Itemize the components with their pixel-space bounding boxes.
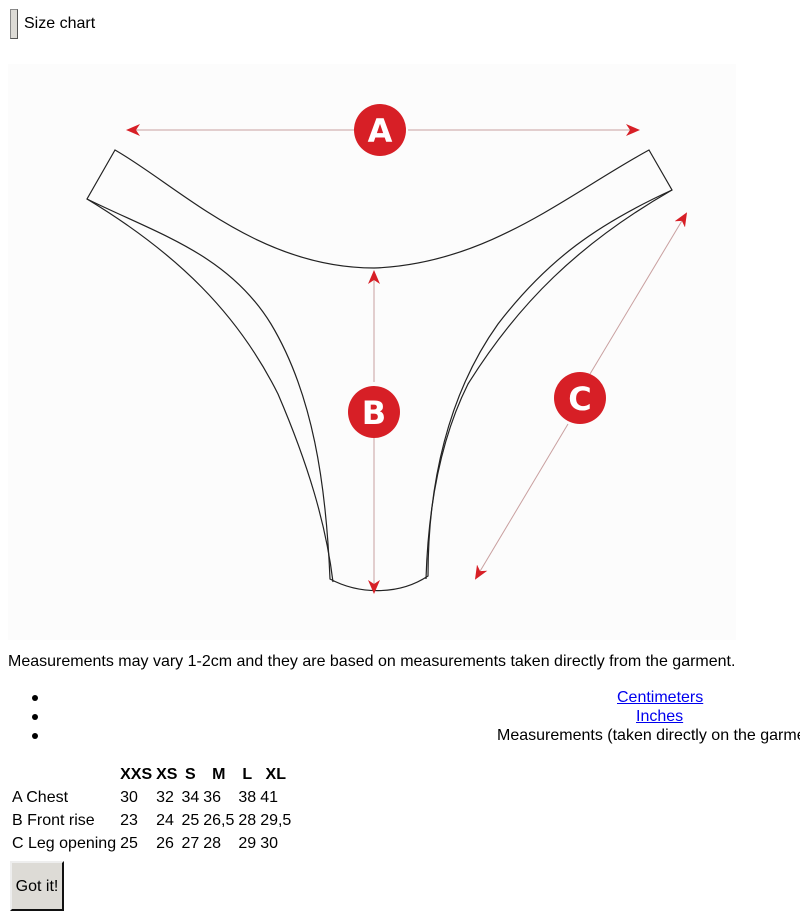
table-header-row: XXS XS S M L XL: [11, 764, 292, 785]
bullet-icon: [32, 695, 38, 701]
inches-link[interactable]: Inches: [636, 708, 684, 725]
size-header-s: S: [185, 765, 196, 783]
table-cell: 29: [238, 834, 257, 852]
marker-b-label: B: [362, 394, 386, 432]
size-header-xxs: XXS: [120, 765, 153, 783]
garment-outline: [86, 149, 673, 592]
size-header-m: M: [212, 765, 226, 783]
table-cell: 25: [181, 811, 200, 829]
table-cell: 29,5: [260, 811, 292, 829]
list-item: Inches: [8, 707, 800, 726]
table-cell: 28: [203, 834, 222, 852]
marker-a-label: A: [368, 112, 393, 150]
marker-b: B: [348, 386, 400, 438]
row-label: B Front rise: [12, 811, 95, 829]
size-header-l: L: [242, 765, 253, 783]
table-cell: 28: [238, 811, 257, 829]
measurement-lines: [126, 124, 688, 594]
size-header-xs: XS: [156, 765, 178, 783]
measurements-caption: Measurements (taken directly on the garm…: [497, 727, 800, 744]
row-label: A Chest: [12, 788, 69, 806]
table-cell: 30: [260, 834, 278, 852]
size-table: XXS XS S M L XL A Chest 30 32 34 36 38 4…: [9, 762, 294, 856]
table-cell: 27: [181, 834, 200, 852]
size-chart-header: Size chart: [10, 7, 95, 41]
row-label: C Leg opening: [12, 834, 117, 852]
table-cell: 36: [203, 788, 222, 806]
brief-outline-svg: A B C: [86, 104, 688, 594]
got-it-button[interactable]: Got it!: [10, 861, 64, 911]
table-cell: 30: [120, 788, 138, 806]
size-chart-toggle-button[interactable]: [10, 9, 18, 39]
unit-list: Centimeters Inches Measurements (taken d…: [8, 688, 800, 745]
table-cell: 25: [120, 834, 138, 852]
size-header-xl: XL: [265, 765, 286, 783]
table-cell: 41: [260, 788, 278, 806]
table-cell: 34: [181, 788, 200, 806]
bullet-icon: [32, 714, 38, 720]
bullet-icon: [32, 733, 38, 739]
list-item: Centimeters: [8, 688, 800, 707]
marker-c: C: [554, 372, 606, 424]
list-item: Measurements (taken directly on the garm…: [8, 726, 800, 745]
table-cell: 32: [156, 788, 174, 806]
table-cell: 38: [238, 788, 257, 806]
garment-diagram: A B C: [8, 64, 736, 640]
measurement-note: Measurements may vary 1-2cm and they are…: [8, 653, 736, 670]
marker-c-label: C: [568, 380, 591, 418]
size-chart-title: Size chart: [24, 15, 96, 32]
unit-list-container: Centimeters Inches Measurements (taken d…: [0, 688, 800, 748]
table-row: B Front rise 23 24 25 26,5 28 29,5: [11, 810, 292, 831]
table-cell: 24: [156, 811, 174, 829]
table-row: A Chest 30 32 34 36 38 41: [11, 787, 292, 808]
table-corner: [11, 764, 117, 785]
table-cell: 26,5: [203, 811, 235, 829]
centimeters-link[interactable]: Centimeters: [617, 689, 704, 706]
table-row: C Leg opening 25 26 27 28 29 30: [11, 833, 292, 854]
table-cell: 26: [156, 834, 174, 852]
table-cell: 23: [120, 811, 138, 829]
marker-a: A: [354, 104, 406, 156]
